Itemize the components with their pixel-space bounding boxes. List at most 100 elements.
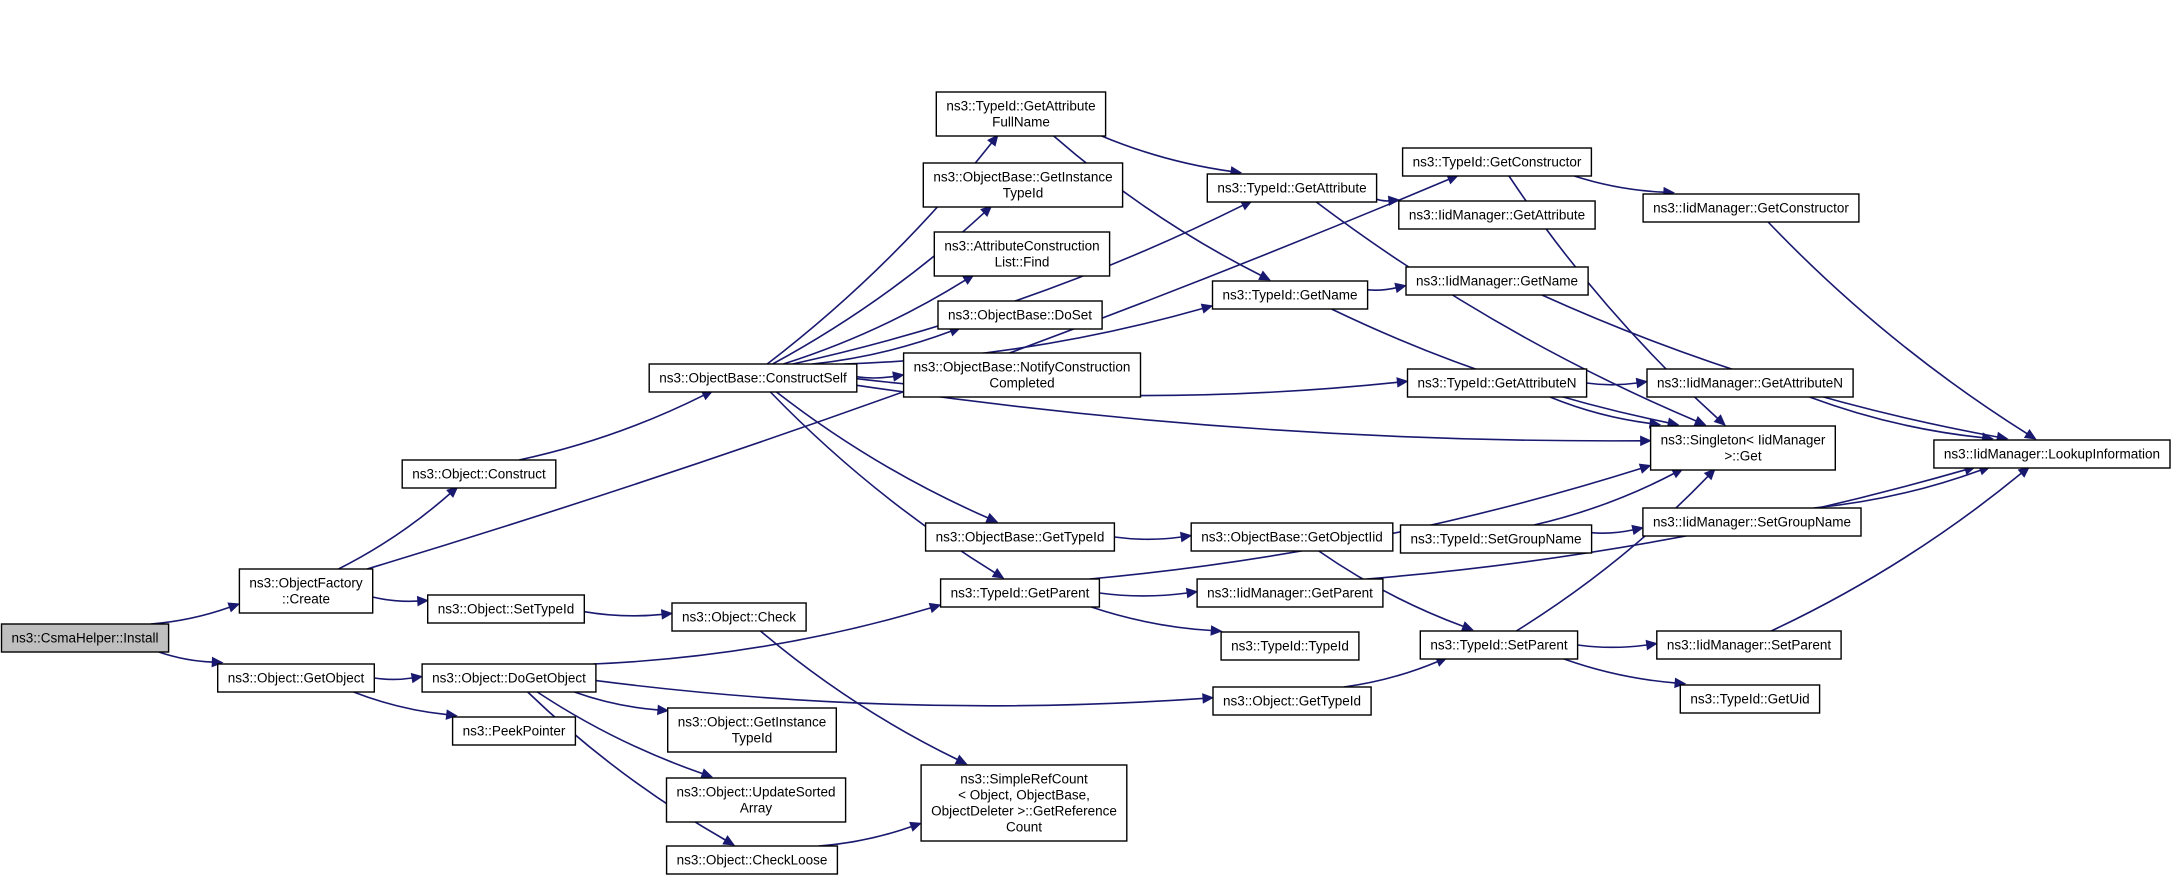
node-factory-create[interactable]: ns3::ObjectFactory::Create — [238, 568, 374, 614]
node-iid-getattribute[interactable]: ns3::IidManager::GetAttribute — [1398, 200, 1596, 230]
node-box — [937, 300, 1103, 330]
edge-object_check-to-simplerefcount — [759, 630, 968, 765]
node-box — [1646, 368, 1854, 398]
node-iid-getparent[interactable]: ns3::IidManager::GetParent — [1196, 578, 1384, 608]
arrowhead-icon — [1713, 414, 1726, 426]
edge-line — [792, 204, 1244, 365]
edge-iid_getconstructor-to-iid_lookupinformation — [1767, 221, 2037, 440]
node-box — [665, 845, 839, 875]
edge-object_dogetobject-to-object_getinstancetypeid — [574, 691, 670, 716]
edge-object_dogetobject-to-object_gettypeid — [595, 679, 1215, 707]
node-label: ns3::ObjectBase::GetInstance — [933, 170, 1112, 185]
node-box — [0, 623, 170, 653]
edge-object_checkloose-to-simplerefcount — [818, 821, 922, 847]
node-label: ns3::IidManager::SetParent — [1667, 638, 1832, 653]
node-label: ns3::SimpleRefCount — [960, 772, 1088, 787]
node-label: ns3::Object::GetInstance — [678, 715, 827, 730]
node-label: ns3::IidManager::GetAttributeN — [1657, 376, 1843, 391]
node-box — [935, 91, 1107, 137]
node-getobjectiid[interactable]: ns3::ObjectBase::GetObjectIid — [1190, 522, 1394, 552]
edge-line — [1315, 201, 1697, 422]
node-label: ns3::ObjectBase::DoSet — [948, 308, 1092, 323]
node-typeid-getattributen[interactable]: ns3::TypeId::GetAttributeN — [1406, 368, 1588, 398]
node-iid-setparent[interactable]: ns3::IidManager::SetParent — [1656, 630, 1842, 660]
edge-line — [1591, 529, 1634, 534]
node-box — [1642, 507, 1862, 537]
node-typeid-getconstructor[interactable]: ns3::TypeId::GetConstructor — [1401, 147, 1593, 177]
edge-line — [818, 825, 912, 847]
edge-line — [759, 630, 958, 761]
edge-line — [1515, 475, 1709, 632]
node-box — [216, 663, 376, 693]
edge-line — [1809, 396, 1983, 439]
node-notifyconstruction[interactable]: ns3::ObjectBase::NotifyConstructionCompl… — [902, 352, 1142, 398]
edge-line — [1574, 175, 1664, 193]
edge-line — [536, 691, 703, 775]
node-typeid-getparent[interactable]: ns3::TypeId::GetParent — [939, 578, 1101, 608]
node-label: ns3::IidManager::GetAttribute — [1409, 208, 1585, 223]
node-objectbase-gettypeid[interactable]: ns3::ObjectBase::GetTypeId — [924, 522, 1116, 552]
node-typeid-typeid[interactable]: ns3::TypeId::TypeId — [1220, 631, 1360, 661]
edge-line — [527, 691, 726, 841]
edge-object_getobject-to-object_dogetobject — [374, 672, 424, 684]
edge-constructself-to-typeid_getattribute — [792, 200, 1253, 365]
node-label: ns3::AttributeConstruction — [944, 239, 1099, 254]
node-typeid-getuid[interactable]: ns3::TypeId::GetUid — [1679, 684, 1821, 714]
node-iid-lookupinformation[interactable]: ns3::IidManager::LookupInformation — [1933, 439, 2171, 469]
edge-object_construct-to-constructself — [518, 390, 714, 461]
edge-object_settypeid-to-object_check — [584, 609, 674, 620]
node-object-check[interactable]: ns3::Object::Check — [671, 602, 807, 632]
node-box — [401, 459, 557, 489]
edge-typeid_setgroupname-to-iid_setgroupname — [1591, 524, 1644, 536]
arrowhead-icon — [1693, 415, 1707, 426]
node-peekpointer[interactable]: ns3::PeekPointer — [451, 716, 577, 746]
node-iid-getattributen[interactable]: ns3::IidManager::GetAttributeN — [1646, 368, 1854, 398]
node-iid-setgroupname[interactable]: ns3::IidManager::SetGroupName — [1642, 507, 1862, 537]
arrowhead-icon — [909, 821, 922, 832]
node-box — [1649, 425, 1836, 471]
node-object-getobject[interactable]: ns3::Object::GetObject — [216, 663, 376, 693]
edge-line — [1318, 550, 1464, 628]
node-object-gettypeid[interactable]: ns3::Object::GetTypeId — [1212, 686, 1372, 716]
edge-line — [372, 596, 418, 603]
arrowhead-icon — [416, 595, 429, 607]
arrowhead-icon — [980, 205, 993, 218]
node-typeid-getattribute[interactable]: ns3::TypeId::GetAttribute — [1206, 173, 1378, 203]
node-box — [648, 363, 858, 393]
node-object-settypeid[interactable]: ns3::Object::SetTypeId — [427, 594, 586, 624]
edge-iid_setparent-to-iid_lookupinformation — [1770, 466, 2031, 632]
node-typeid-setparent[interactable]: ns3::TypeId::SetParent — [1419, 630, 1579, 660]
edge-line — [593, 607, 931, 665]
node-singleton-get[interactable]: ns3::Singleton< IidManager>::Get — [1649, 425, 1836, 471]
edge-iid_getattributen-to-iid_lookupinformation — [1809, 396, 1994, 443]
edge-line — [856, 375, 894, 379]
edge-objectbase_gettypeid-to-getobjectiid — [1114, 531, 1193, 543]
node-object-dogetobject[interactable]: ns3::Object::DoGetObject — [421, 663, 597, 693]
node-object-construct[interactable]: ns3::Object::Construct — [401, 459, 557, 489]
node-objectbase-doset[interactable]: ns3::ObjectBase::DoSet — [937, 300, 1103, 330]
node-constructself[interactable]: ns3::ObjectBase::ConstructSelf — [648, 363, 858, 393]
node-iid-getconstructor[interactable]: ns3::IidManager::GetConstructor — [1642, 193, 1860, 223]
node-label: ns3::TypeId::SetParent — [1430, 638, 1568, 653]
edge-line — [843, 307, 1203, 365]
node-typeid-getname[interactable]: ns3::TypeId::GetName — [1211, 280, 1369, 310]
edge-typeid_getattributen-to-singleton_get — [1549, 396, 1662, 429]
node-label: List::Find — [995, 255, 1050, 270]
node-label: ns3::ObjectBase::GetObjectIid — [1201, 530, 1383, 545]
arrowhead-icon — [1210, 625, 1223, 636]
node-label: ns3::IidManager::LookupInformation — [1944, 447, 2160, 462]
edge-csma_install-to-factory_create — [150, 602, 241, 625]
edge-object_dogetobject-to-object_updatesortedarray — [536, 691, 714, 779]
node-object-checkloose[interactable]: ns3::Object::CheckLoose — [665, 845, 839, 875]
node-iid-getname[interactable]: ns3::IidManager::GetName — [1405, 266, 1589, 296]
node-simplerefcount[interactable]: ns3::SimpleRefCount< Object, ObjectBase,… — [920, 764, 1128, 842]
node-csma-install[interactable]: ns3::CsmaHelper::Install — [0, 623, 170, 653]
edge-line — [1331, 308, 1669, 424]
node-typeid-setgroupname[interactable]: ns3::TypeId::SetGroupName — [1399, 524, 1593, 554]
arrowhead-icon — [722, 835, 736, 846]
